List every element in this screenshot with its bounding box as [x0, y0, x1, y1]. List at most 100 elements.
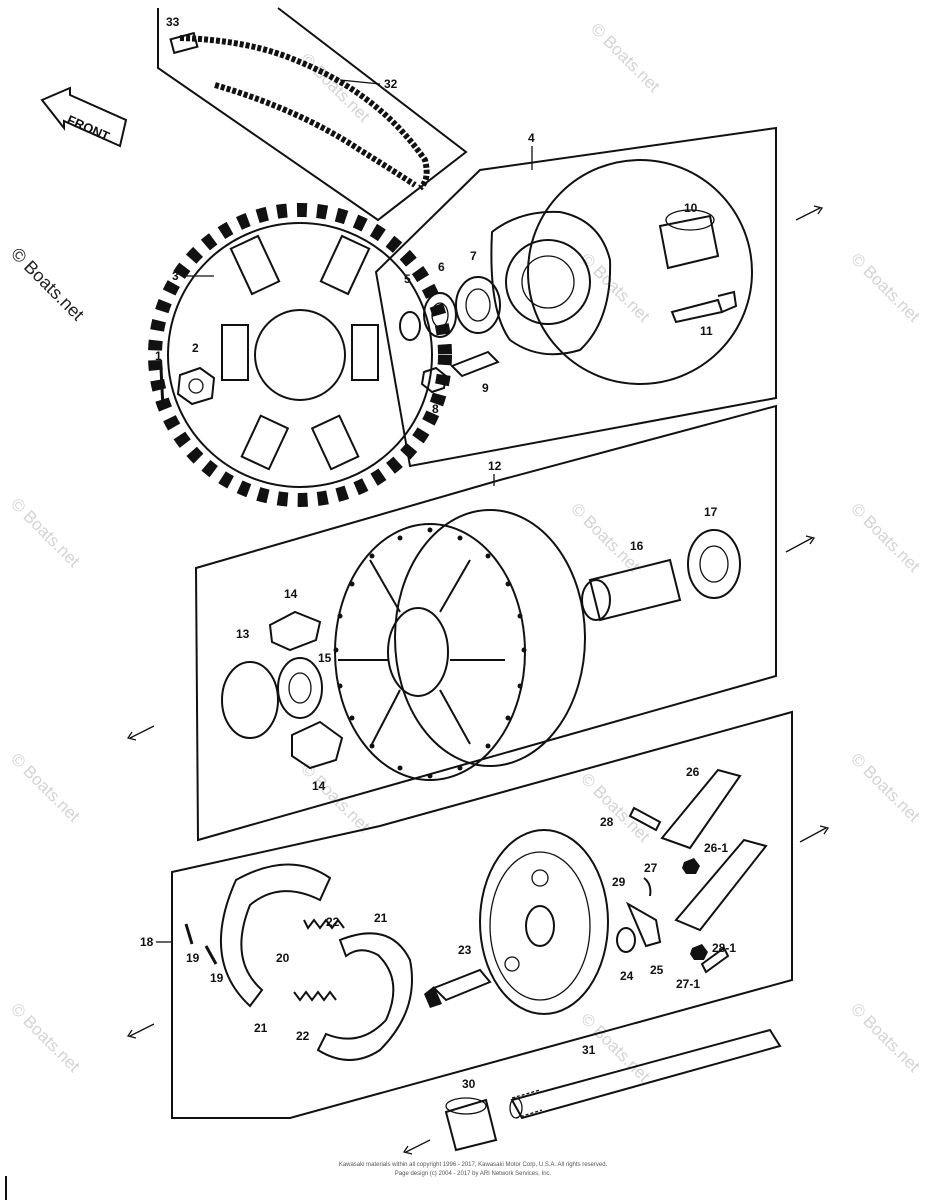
label-20: 20 [276, 951, 290, 965]
label-4: 4 [528, 131, 535, 145]
front-label: FRONT [65, 112, 112, 144]
label-31: 31 [582, 1043, 596, 1057]
label-18: 18 [140, 935, 154, 949]
watermark: © Boats.net [847, 499, 924, 576]
label-27: 27 [644, 861, 658, 875]
bearing-7 [455, 276, 501, 334]
nut-27-1 [690, 944, 708, 960]
label-23: 23 [458, 943, 472, 957]
washer-24 [616, 927, 636, 953]
nut-8 [420, 366, 448, 394]
label-16: 16 [630, 539, 644, 553]
damper-14-bottom [291, 720, 344, 770]
label-6: 6 [438, 260, 445, 274]
wheel-rim-back [394, 509, 586, 767]
drive-chain [179, 35, 430, 191]
label-9: 9 [482, 381, 489, 395]
brake-disc [527, 159, 753, 385]
chain-group: 33 32 [157, 7, 468, 222]
label-27-1: 27-1 [676, 977, 700, 991]
label-28-1: 28-1 [712, 941, 736, 955]
label-19a: 19 [186, 951, 200, 965]
spring-22-top [303, 918, 345, 930]
o-ring-13 [221, 661, 279, 739]
label-10: 10 [684, 201, 698, 215]
drive-chain-lower [214, 82, 417, 188]
collar-30: 30 [402, 1077, 498, 1155]
label-1: 1 [155, 349, 162, 363]
label-11: 11 [700, 324, 713, 338]
wheel-spokes [338, 559, 505, 745]
wheel-panel: 12 13 14 [126, 404, 816, 842]
watermark-layer: © Boats.net © Boats.net © Boats.net © Bo… [7, 19, 924, 1086]
watermark: © Boats.net [577, 769, 654, 846]
label-21b: 21 [254, 1021, 268, 1035]
bolt-28 [628, 806, 662, 832]
label-33: 33 [166, 15, 180, 29]
rear-sprocket: 3 [148, 203, 452, 507]
label-8: 8 [432, 402, 439, 416]
label-17: 17 [704, 505, 718, 519]
label-3: 3 [172, 269, 179, 283]
rear-axle-31: 31 [509, 1028, 782, 1120]
label-14b: 14 [312, 779, 326, 793]
label-22a: 22 [326, 915, 340, 929]
watermark: © Boats.net [7, 749, 84, 826]
axle-sleeve-16 [581, 558, 682, 622]
label-26: 26 [686, 765, 700, 779]
wheel-hub [387, 607, 449, 697]
bearing-15 [277, 657, 323, 719]
bearing-17 [687, 529, 741, 599]
nut-27 [682, 858, 700, 874]
watermark: © Boats.net [847, 999, 924, 1076]
cam-shaft-23 [424, 968, 492, 1008]
watermark: © Boats.net [7, 494, 84, 571]
master-link [169, 31, 199, 55]
hub [490, 210, 612, 356]
watermark: © Boats.net [847, 749, 924, 826]
label-13: 13 [236, 627, 250, 641]
copyright-line: Kawasaki materials within all copyright … [338, 1162, 608, 1168]
lever-26-1 [674, 838, 768, 932]
label-28: 28 [600, 815, 614, 829]
watermark: © Boats.net [847, 249, 924, 326]
watermark: © Boats.net [587, 19, 664, 96]
front-arrow: FRONT [40, 86, 128, 148]
seal-29 [643, 877, 652, 897]
label-2: 2 [192, 341, 199, 355]
label-7: 7 [470, 249, 477, 263]
label-22b: 22 [296, 1029, 310, 1043]
label-25: 25 [650, 963, 664, 977]
hub-panel: 4 5 6 7 8 9 10 11 [374, 126, 824, 468]
lever-26 [660, 768, 742, 850]
label-19b: 19 [210, 971, 224, 985]
spacer-10 [658, 209, 720, 270]
sprocket-nut-and-pin: 1 2 [155, 341, 216, 409]
watermark: © Boats.net [567, 499, 644, 576]
label-30: 30 [462, 1077, 476, 1091]
damper-14-top [268, 610, 322, 652]
lock-plate-9 [450, 350, 500, 378]
page-design-credit: Page design (c) 2004 - 2017 by ARI Netwo… [394, 1171, 552, 1177]
label-29: 29 [612, 875, 626, 889]
label-26-1: 26-1 [704, 841, 728, 855]
watermark: © Boats.net [297, 759, 374, 836]
collar-5 [399, 311, 421, 341]
indicator-25 [625, 901, 662, 948]
label-21a: 21 [374, 911, 388, 925]
watermark: © Boats.net [7, 244, 88, 325]
bolt-11 [670, 290, 738, 324]
label-12: 12 [488, 459, 502, 473]
watermark: © Boats.net [297, 49, 374, 126]
spring-22-bottom [293, 990, 337, 1002]
pin-19 [184, 923, 218, 965]
label-32: 32 [384, 77, 398, 91]
label-24: 24 [620, 969, 634, 983]
wheel-rim-front [334, 523, 526, 781]
brake-panel: 18 19 19 20 21 21 22 22 23 24 25 26 26-1… [126, 710, 830, 1119]
label-14a: 14 [284, 587, 298, 601]
bolt-28-1 [700, 946, 730, 974]
label-15: 15 [318, 651, 332, 665]
rim-holes [333, 527, 527, 779]
